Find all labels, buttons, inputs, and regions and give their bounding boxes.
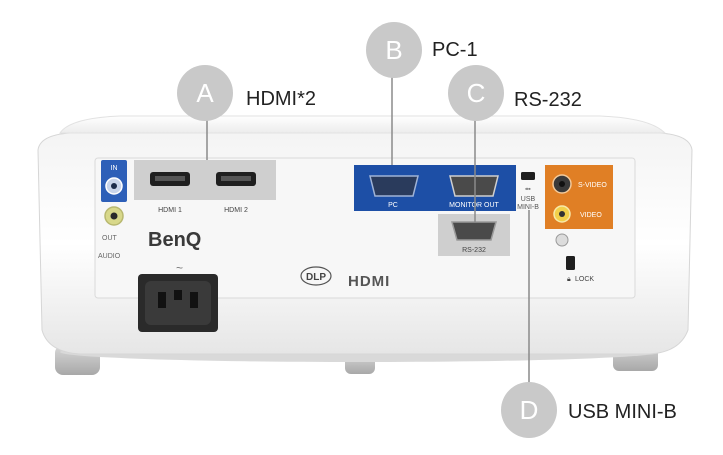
power-symbol: ~: [176, 261, 183, 275]
usb-mini-b-port[interactable]: [521, 172, 535, 180]
callout-b: B PC-1: [366, 22, 478, 78]
hdmi-1-label: HDMI 1: [158, 207, 182, 214]
video-label: VIDEO: [580, 212, 602, 219]
callout-a-letter: A: [196, 78, 214, 108]
pc-vga-port[interactable]: [369, 175, 419, 197]
audio-in-label: IN: [111, 165, 118, 172]
callout-c: C RS-232: [448, 65, 582, 121]
callout-b-letter: B: [385, 35, 402, 65]
projector-body: [37, 115, 693, 355]
lock-icon: 🔒︎: [567, 276, 571, 283]
audio-section: IN OUT AUDIO: [98, 160, 127, 260]
dlp-logo: DLP: [300, 266, 332, 286]
svg-text:DLP: DLP: [306, 272, 326, 283]
callout-c-letter: C: [467, 78, 486, 108]
pc-label: PC: [388, 202, 398, 209]
benq-logo: BenQ: [148, 229, 201, 251]
usb-icon: ⭼: [525, 184, 532, 194]
callout-c-label: RS-232: [514, 89, 582, 111]
callout-d-letter: D: [520, 395, 539, 425]
callout-a: A HDMI*2: [177, 65, 316, 121]
callout-d: D USB MINI-B: [501, 382, 677, 438]
usb-section: ⭼ USB MINI-B: [517, 172, 539, 211]
power-socket-icon[interactable]: ~: [138, 261, 218, 332]
monitor-out-port[interactable]: [449, 175, 499, 197]
lock-slot[interactable]: [566, 256, 575, 270]
lock-section: 🔒︎ LOCK: [566, 256, 594, 283]
hdmi-2-label: HDMI 2: [224, 207, 248, 214]
mini-b-label: MINI-B: [517, 204, 539, 211]
callout-b-label: PC-1: [432, 39, 478, 61]
rs232-port[interactable]: [451, 221, 497, 241]
audio-label: AUDIO: [98, 253, 121, 260]
lock-label: LOCK: [575, 276, 594, 283]
vga-section: PC MONITOR OUT: [354, 165, 516, 211]
callout-d-label: USB MINI-B: [568, 401, 677, 423]
callout-a-label: HDMI*2: [246, 88, 316, 110]
video-section: S-VIDEO VIDEO: [545, 165, 613, 247]
rs232-label: RS-232: [462, 247, 486, 254]
audio-out-label: OUT: [102, 235, 118, 242]
rs232-section: RS-232: [438, 214, 510, 256]
s-video-label: S-VIDEO: [578, 182, 607, 189]
hdmi-logo: HDMI: [348, 273, 390, 290]
hdmi-section: HDMI 1 HDMI 2: [134, 160, 276, 214]
usb-label: USB: [521, 196, 536, 203]
